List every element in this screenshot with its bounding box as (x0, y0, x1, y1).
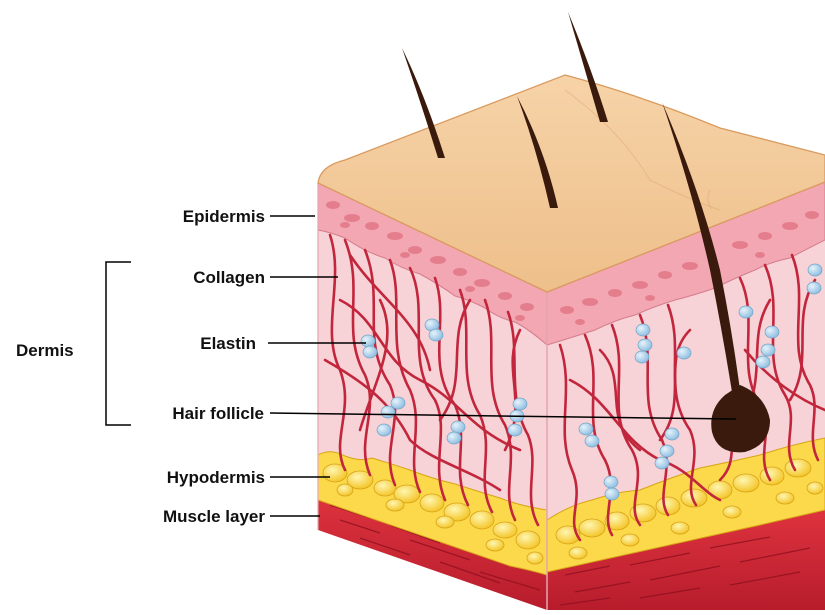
label-muscle-layer: Muscle layer (163, 507, 265, 526)
label-hypodermis: Hypodermis (167, 468, 265, 487)
dermis-bracket (106, 262, 131, 425)
label-epidermis: Epidermis (183, 207, 265, 226)
label-collagen: Collagen (193, 268, 265, 287)
label-dermis: Dermis (16, 341, 74, 360)
label-hair-follicle: Hair follicle (172, 404, 264, 423)
label-elastin: Elastin (200, 334, 256, 353)
